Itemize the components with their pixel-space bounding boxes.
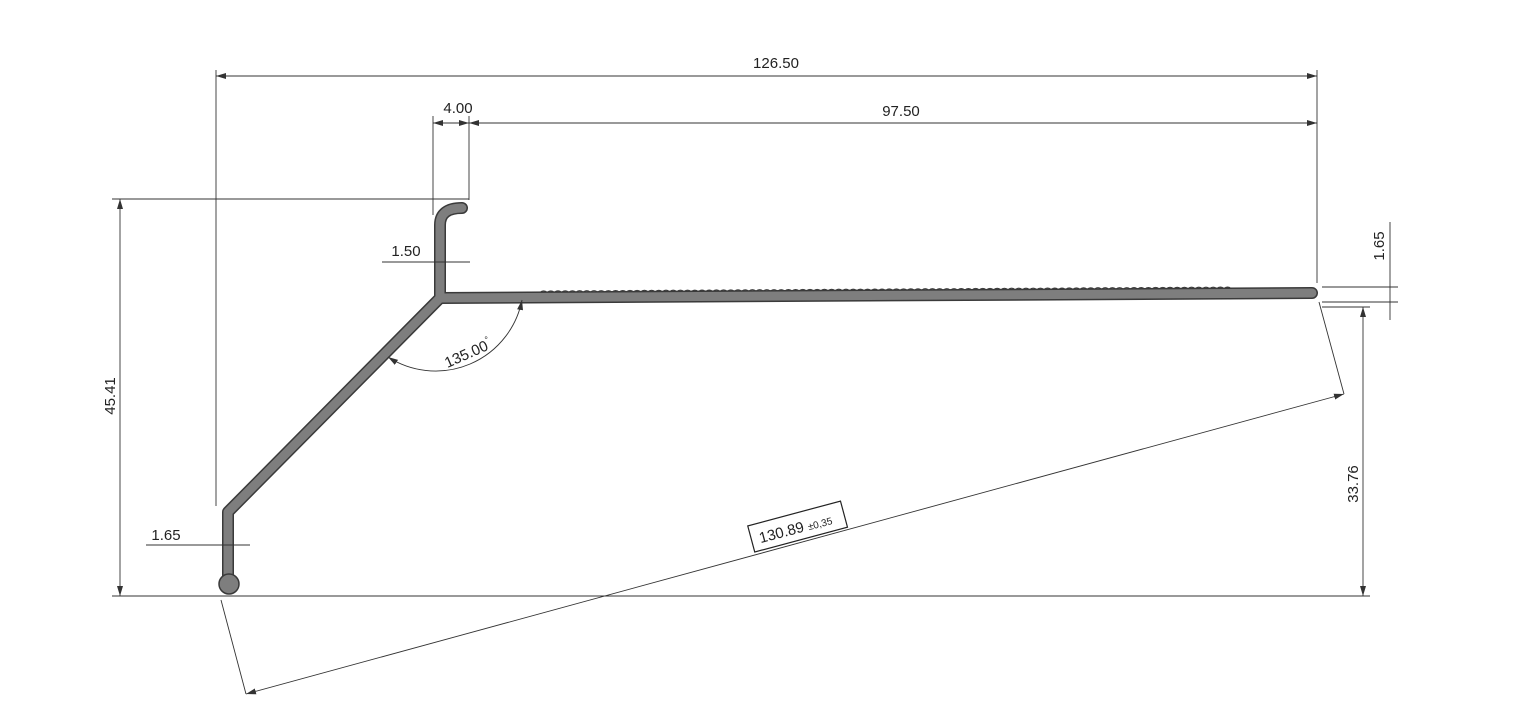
profile-serrations	[539, 286, 1232, 293]
profile-body	[223, 203, 1317, 590]
dimension-labels: 126.50 4.00 97.50 1.50 1.65 45.41 33.76 …	[102, 55, 1388, 553]
right-height-label: 33.76	[1345, 465, 1362, 503]
dimension-lines	[117, 73, 1391, 695]
angle-label: 135.00°	[441, 334, 494, 372]
angle-unit: °	[483, 334, 491, 345]
extension-lines	[112, 70, 1398, 695]
profile-bottom-bulb	[218, 573, 240, 595]
lip-width-label: 4.00	[443, 100, 472, 117]
dim-diagonal-line	[245, 393, 1345, 695]
flange-thickness-label: 1.65	[151, 527, 180, 544]
svg-text:135.00°: 135.00°	[441, 334, 494, 372]
overall-height-label: 45.41	[102, 377, 119, 415]
diagonal-label-box: 130.89±0,35	[747, 500, 849, 553]
lip-thickness-label: 1.50	[391, 243, 420, 260]
dim-angle-arc	[387, 299, 524, 372]
overall-width-label: 126.50	[753, 55, 799, 72]
angle-value: 135.00	[442, 338, 491, 372]
right-thickness-label: 1.65	[1371, 231, 1388, 260]
aluminium-profile	[218, 202, 1318, 595]
top-span-label: 97.50	[882, 103, 920, 120]
